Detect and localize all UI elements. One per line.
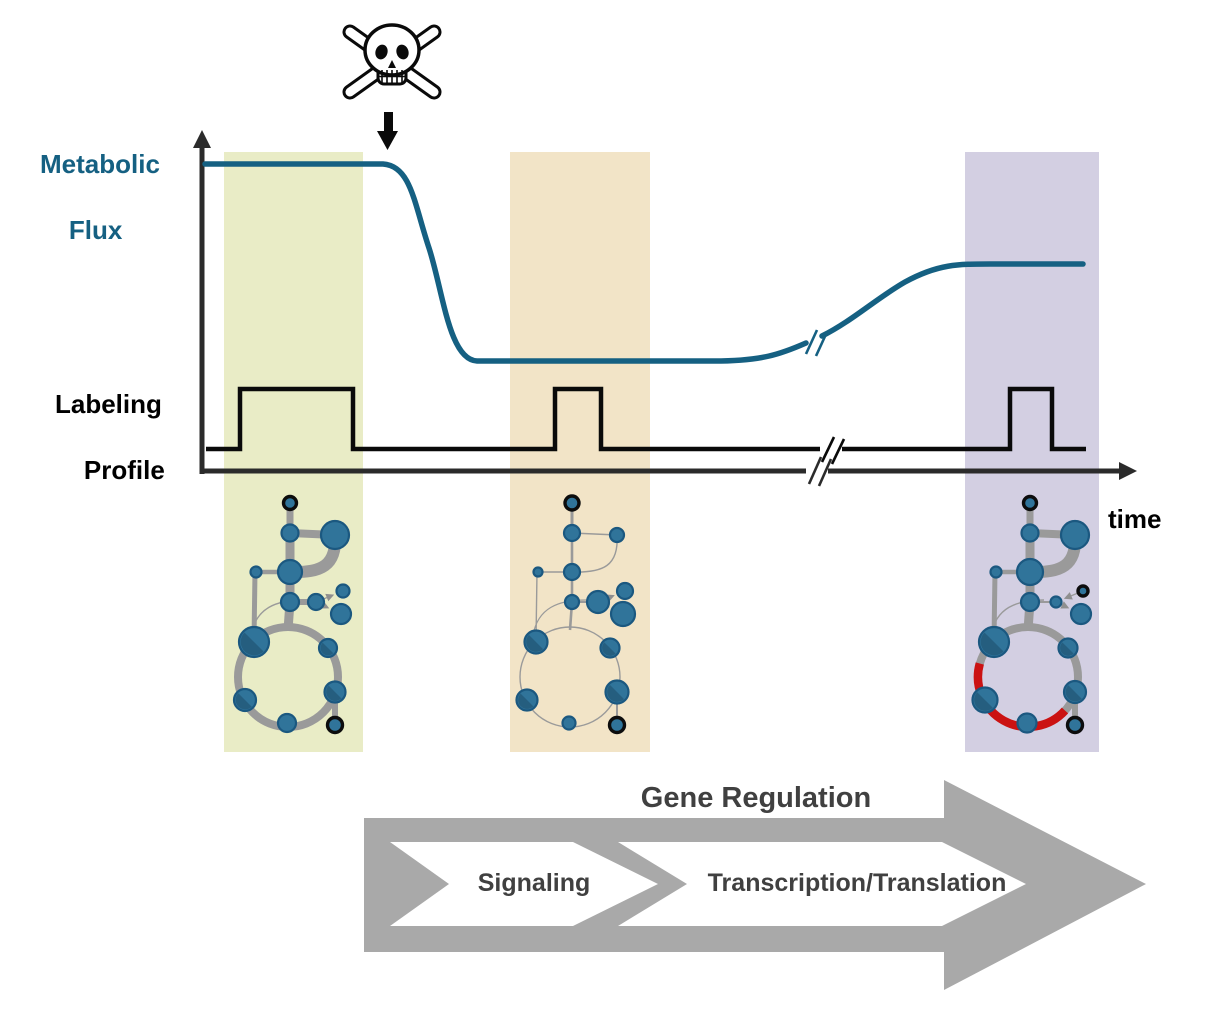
flux-direction-arrowhead bbox=[325, 593, 335, 602]
io-metabolite-node bbox=[563, 494, 581, 512]
metabolite-node bbox=[532, 566, 544, 578]
signaling-stage-arrow bbox=[390, 842, 658, 926]
y-axis-label: Metabolic Flux bbox=[40, 148, 160, 247]
metabolite-node bbox=[317, 637, 339, 659]
network-3 bbox=[971, 494, 1093, 735]
io-metabolite-node bbox=[281, 494, 299, 512]
metabolite-node bbox=[1062, 679, 1088, 705]
skull-right-eye bbox=[396, 44, 409, 60]
metabolite-node bbox=[323, 680, 347, 704]
flux-direction-arrowhead bbox=[1060, 601, 1070, 609]
metabolite-node bbox=[515, 688, 539, 712]
metabolite-node bbox=[237, 625, 271, 659]
metabolite-node bbox=[329, 602, 353, 626]
metabolite-node bbox=[609, 600, 637, 628]
gene-regulation-arrow bbox=[364, 780, 1146, 990]
metabolite-node bbox=[276, 558, 304, 586]
metabolite-node bbox=[615, 581, 635, 601]
skull-left-eye bbox=[375, 44, 388, 60]
y-axis-label-line1: Metabolic bbox=[40, 149, 160, 179]
metabolite-node bbox=[971, 686, 999, 714]
transcription-translation-stage-label: Transcription/Translation bbox=[707, 869, 1007, 897]
x-axis-arrowhead bbox=[1119, 462, 1137, 480]
node-shading bbox=[518, 693, 534, 709]
metabolite-node bbox=[280, 523, 300, 543]
metabolite-node bbox=[585, 589, 611, 615]
metabolite-node bbox=[1019, 591, 1041, 613]
labeling-profile-line bbox=[206, 386, 1086, 465]
gene-regulation-title: Gene Regulation bbox=[640, 782, 872, 814]
node-shading bbox=[602, 642, 616, 656]
y-axis-label-line2: Flux bbox=[68, 215, 123, 245]
metabolite-node bbox=[599, 637, 621, 659]
metabolite-node bbox=[279, 591, 301, 613]
metabolite-node bbox=[232, 687, 258, 713]
node-shading bbox=[526, 634, 544, 652]
metabolite-node bbox=[249, 565, 263, 579]
io-metabolite-node bbox=[1021, 494, 1039, 512]
network-1 bbox=[232, 494, 353, 735]
metabolite-node bbox=[1069, 602, 1093, 626]
io-metabolite-node bbox=[1076, 584, 1090, 598]
perturbation-arrow-icon bbox=[377, 112, 398, 150]
io-metabolite-node bbox=[1065, 715, 1085, 735]
node-shading bbox=[320, 642, 334, 656]
axes bbox=[193, 130, 1137, 487]
y-axis-arrowhead bbox=[193, 130, 211, 148]
network-edge bbox=[535, 571, 538, 641]
metabolite-node bbox=[523, 629, 549, 655]
labeling-profile-label-line1: Labeling bbox=[55, 389, 162, 419]
metabolite-node bbox=[563, 593, 581, 611]
metabolite-node bbox=[608, 526, 626, 544]
metabolite-node bbox=[989, 565, 1003, 579]
metabolite-node bbox=[977, 625, 1011, 659]
x-axis-label: time bbox=[1108, 504, 1162, 534]
skull-nose bbox=[388, 60, 396, 68]
metabolite-node bbox=[319, 519, 351, 551]
highlighted-cycle-arc bbox=[973, 662, 1069, 732]
flux-direction-arrowhead bbox=[1063, 592, 1073, 600]
labeling-profile-label-line2: Profile bbox=[83, 455, 165, 485]
labeling-profile-label: Labeling Profile bbox=[55, 388, 165, 487]
metabolite-node bbox=[1020, 523, 1040, 543]
metabolite-node bbox=[604, 679, 630, 705]
metabolic-flux-curve bbox=[202, 161, 1086, 364]
node-shading bbox=[607, 684, 625, 702]
metabolite-node bbox=[562, 523, 582, 543]
metabolite-node bbox=[1057, 637, 1079, 659]
signaling-stage-label: Signaling bbox=[477, 869, 591, 897]
io-metabolite-node bbox=[607, 715, 627, 735]
node-shading bbox=[235, 693, 252, 710]
network-2 bbox=[515, 494, 637, 735]
node-shading bbox=[974, 692, 993, 711]
metabolite-node bbox=[1049, 595, 1063, 609]
skull-crossbones-icon bbox=[342, 23, 442, 100]
metabolite-node bbox=[1059, 519, 1091, 551]
node-shading bbox=[980, 632, 1004, 656]
node-shading bbox=[1065, 685, 1082, 702]
metabolite-node bbox=[561, 715, 577, 731]
metabolite-node bbox=[276, 712, 298, 734]
metabolite-node bbox=[1016, 712, 1038, 734]
metabolite-node bbox=[1015, 557, 1045, 587]
metabolite-node bbox=[335, 583, 351, 599]
node-shading bbox=[1060, 642, 1074, 656]
transcription-stage-arrow bbox=[618, 842, 1026, 926]
metabolite-node bbox=[562, 562, 582, 582]
node-shading bbox=[240, 632, 264, 656]
metabolite-node bbox=[306, 592, 326, 612]
node-shading bbox=[326, 685, 342, 701]
io-metabolite-node bbox=[325, 715, 345, 735]
